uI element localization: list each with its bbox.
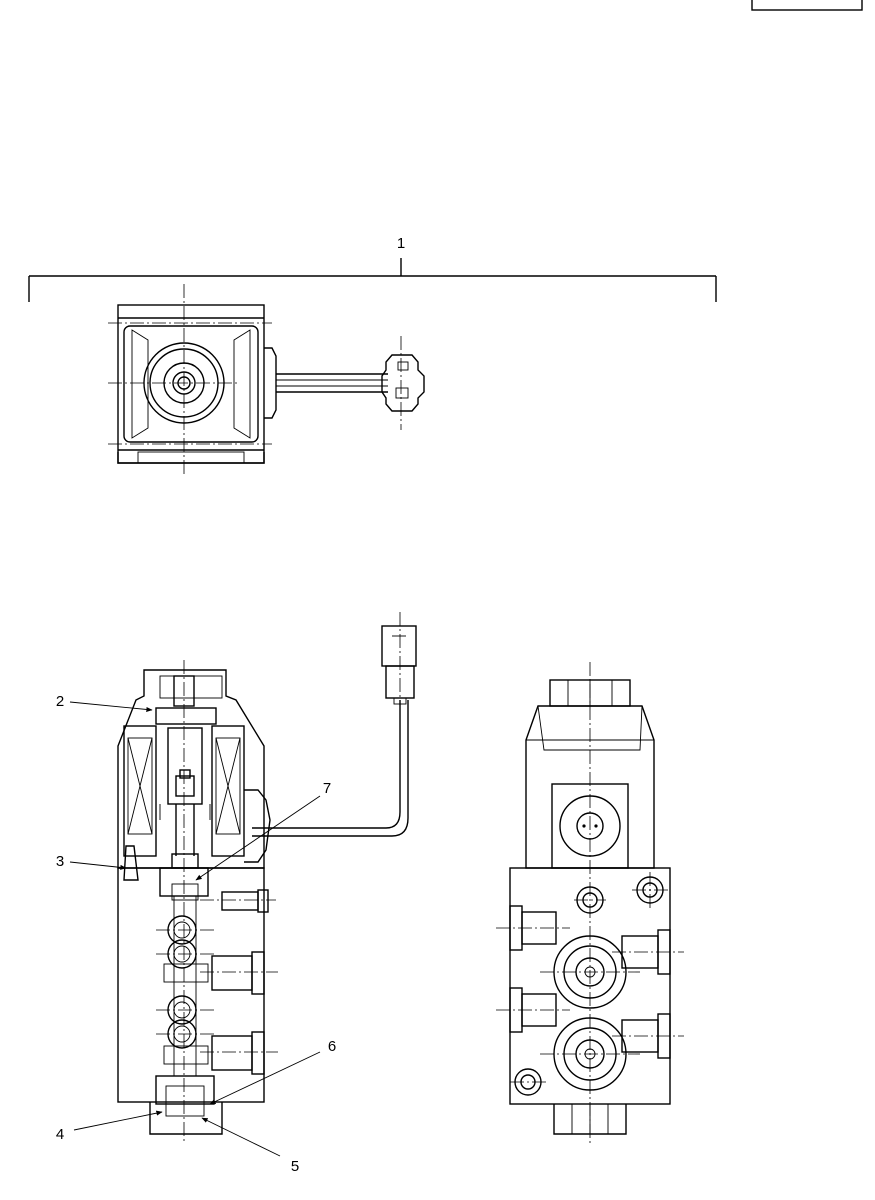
callout-4: 4: [56, 1126, 64, 1143]
top-view: [108, 284, 425, 474]
callout-6: 6: [328, 1038, 336, 1055]
assembly-bracket: [28, 258, 717, 302]
reference-box: [751, 0, 863, 11]
callout-5: 5: [291, 1158, 299, 1175]
callout-7: 7: [323, 780, 331, 797]
callout-2: 2: [56, 693, 64, 710]
side-view: [496, 662, 684, 1146]
callout-1: 1: [397, 235, 405, 252]
callout-3: 3: [56, 853, 64, 870]
front-section-view: [117, 612, 417, 1144]
leader-lines: [69, 701, 321, 1157]
